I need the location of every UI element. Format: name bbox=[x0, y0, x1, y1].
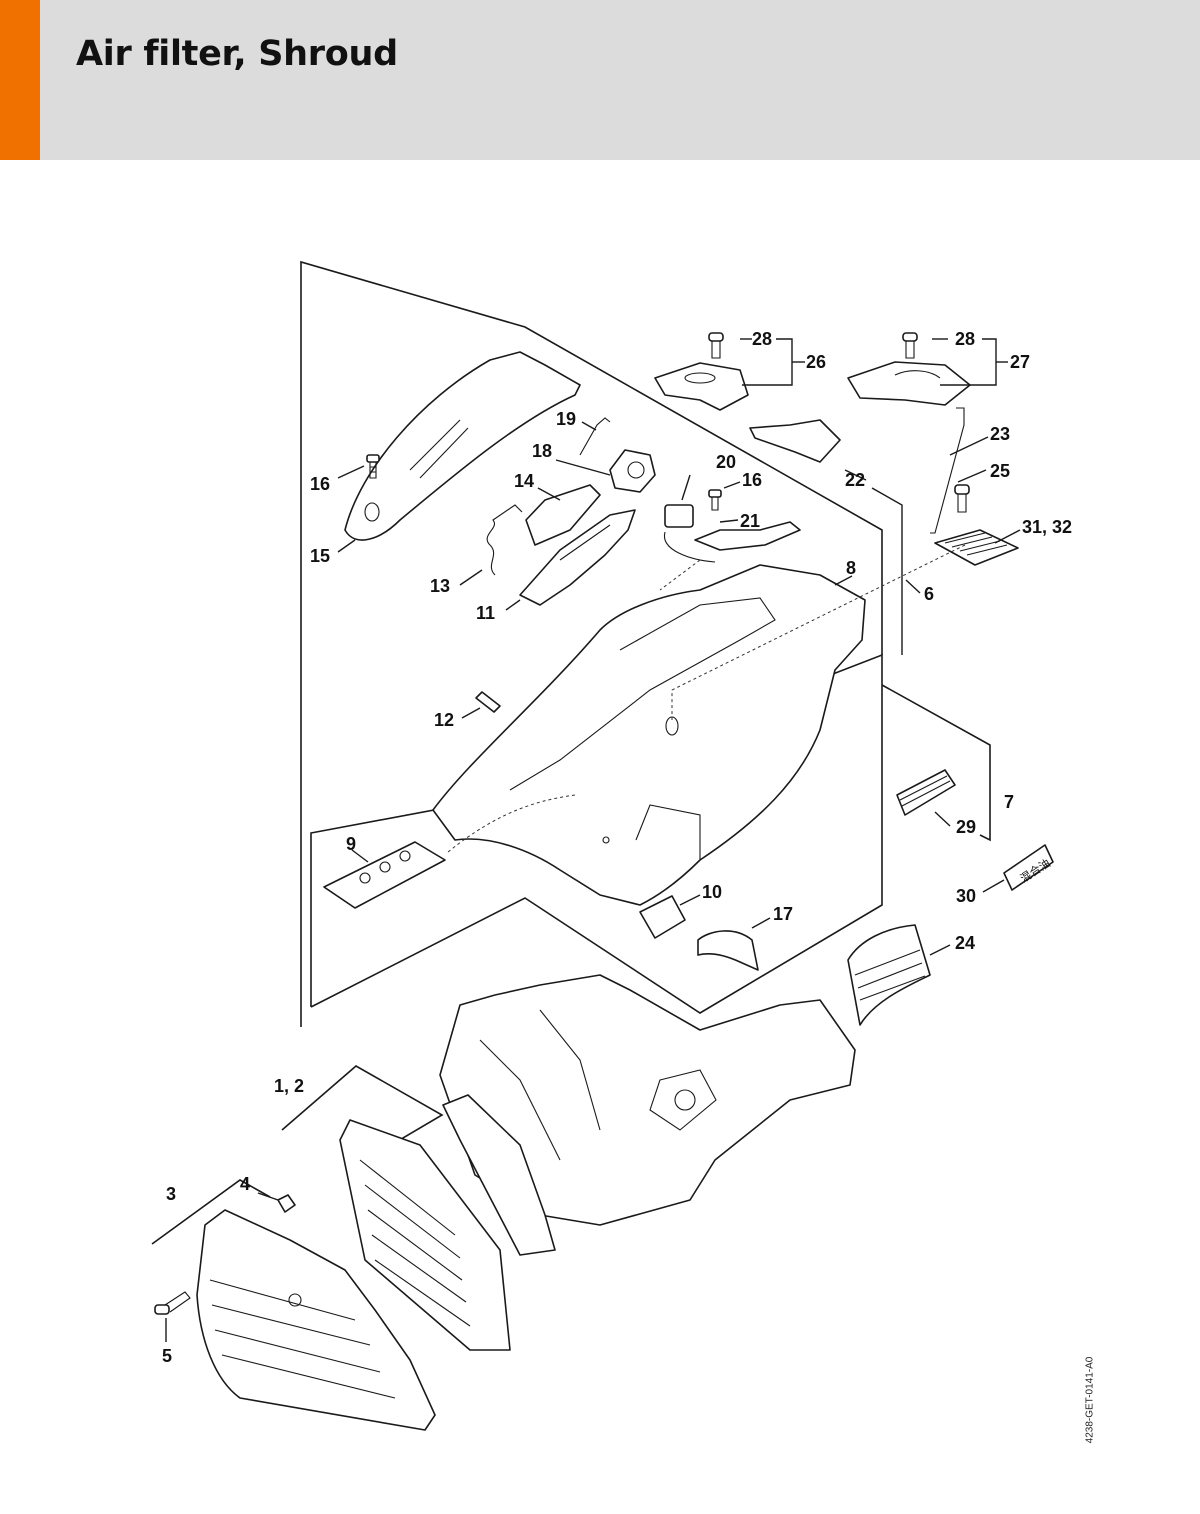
part-cap-27 bbox=[847, 361, 971, 406]
part-pad-17 bbox=[697, 930, 759, 971]
label-part-12: 12 bbox=[434, 710, 454, 730]
label-part-16b: 16 bbox=[742, 470, 762, 490]
label-part-20: 20 bbox=[716, 452, 736, 472]
assembly-line-grille bbox=[671, 544, 966, 720]
label-part-23: 23 bbox=[990, 424, 1010, 444]
label-part-16a: 16 bbox=[310, 474, 330, 494]
part-switch-20 bbox=[664, 504, 716, 563]
label-part-10: 10 bbox=[702, 882, 722, 902]
header-bar bbox=[0, 0, 1200, 160]
assembly-line-shroud bbox=[659, 559, 701, 591]
part-screw-16a bbox=[366, 454, 380, 479]
label-part-7: 7 bbox=[1004, 792, 1014, 812]
frame-group-8 bbox=[310, 653, 883, 1014]
part-cover-3 bbox=[196, 1209, 436, 1431]
assembly-line-decal-9 bbox=[447, 794, 576, 853]
part-decal-30: 混合油 bbox=[1003, 844, 1054, 891]
label-part-28a: 28 bbox=[752, 329, 772, 349]
part-bracket-21 bbox=[694, 521, 801, 551]
part-cap-26 bbox=[654, 362, 749, 411]
part-switch-18 bbox=[609, 449, 656, 493]
label-part-22: 22 bbox=[845, 470, 865, 490]
part-screw-5 bbox=[154, 1291, 191, 1315]
part-grille-31-32 bbox=[934, 529, 1019, 566]
part-decal-10 bbox=[639, 895, 686, 939]
part-handle-15 bbox=[344, 351, 581, 541]
label-part-4: 4 bbox=[240, 1174, 250, 1194]
part-pin-12 bbox=[475, 691, 501, 713]
label-part-31-32: 31, 32 bbox=[1022, 517, 1072, 537]
frame-cover-3 bbox=[151, 1179, 271, 1245]
part-screw-25 bbox=[954, 484, 970, 513]
label-part-6: 6 bbox=[924, 584, 934, 604]
leader-lines bbox=[165, 338, 1021, 1342]
label-part-1-2: 1, 2 bbox=[274, 1076, 304, 1096]
label-part-27: 27 bbox=[1010, 352, 1030, 372]
label-part-15: 15 bbox=[310, 546, 330, 566]
drawing-reference-code: 4238-GET-0141-A0 bbox=[1084, 1356, 1096, 1444]
label-part-17: 17 bbox=[773, 904, 793, 924]
page-title: Air filter, Shroud bbox=[76, 34, 398, 74]
header-accent-stripe bbox=[0, 0, 40, 160]
part-clip-22 bbox=[749, 419, 841, 463]
label-part-26: 26 bbox=[806, 352, 826, 372]
label-part-13: 13 bbox=[430, 576, 450, 596]
frame-group-7 bbox=[881, 684, 991, 842]
label-part-19: 19 bbox=[556, 409, 576, 429]
label-part-5: 5 bbox=[162, 1346, 172, 1366]
part-screw-16b bbox=[708, 489, 722, 511]
label-part-30: 30 bbox=[956, 886, 976, 906]
part-rod-23 bbox=[930, 407, 965, 534]
part-guard-24 bbox=[847, 924, 931, 1026]
part-grommet-4 bbox=[277, 1194, 296, 1213]
label-part-14: 14 bbox=[514, 471, 534, 491]
part-grille-29 bbox=[896, 769, 956, 816]
label-part-24: 24 bbox=[955, 933, 975, 953]
label-part-28b: 28 bbox=[955, 329, 975, 349]
part-trigger-11 bbox=[519, 509, 636, 606]
label-part-8: 8 bbox=[846, 558, 856, 578]
part-lever-14 bbox=[525, 484, 601, 546]
label-part-11: 11 bbox=[476, 603, 495, 623]
label-part-18: 18 bbox=[532, 441, 552, 461]
label-part-25: 25 bbox=[990, 461, 1010, 481]
label-part-3: 3 bbox=[166, 1184, 176, 1204]
part-screw-28a bbox=[708, 332, 724, 359]
part-screw-28b bbox=[902, 332, 918, 359]
part-housing bbox=[439, 974, 856, 1226]
part-decal-9 bbox=[323, 841, 446, 909]
part-shroud-8 bbox=[432, 564, 866, 906]
frame-group-6 bbox=[300, 260, 883, 1027]
label-part-21: 21 bbox=[740, 511, 760, 531]
label-part-29: 29 bbox=[956, 817, 976, 837]
part-wire-19 bbox=[579, 417, 611, 456]
label-part-9: 9 bbox=[346, 834, 356, 854]
part-filter-1-2 bbox=[339, 1094, 556, 1351]
part-spring-13 bbox=[486, 504, 523, 576]
